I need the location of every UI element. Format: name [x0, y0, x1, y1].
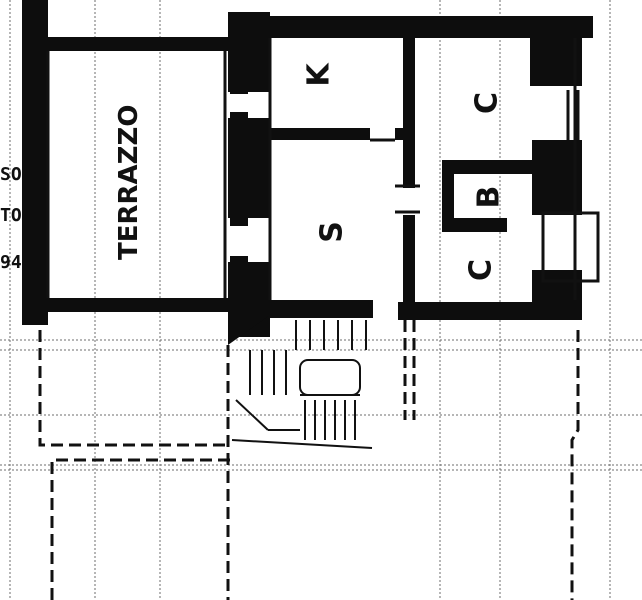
stairwell [231, 320, 373, 449]
terrace-label: TERRAZZO [114, 105, 144, 260]
bedroom-bottom-label: C [464, 259, 499, 281]
edge-fragment-2: TO [0, 205, 22, 226]
walls [22, 0, 593, 345]
edge-fragment-3: 94 [0, 252, 22, 273]
edge-fragment-1: SO [0, 164, 22, 185]
thin-outlines [46, 38, 600, 300]
kitchen-label: K [302, 62, 337, 87]
bedroom-top-label: C [470, 92, 505, 114]
bathroom-label: B [472, 186, 507, 209]
living-room-label: S [315, 221, 350, 243]
dashed-outlines [38, 320, 580, 600]
